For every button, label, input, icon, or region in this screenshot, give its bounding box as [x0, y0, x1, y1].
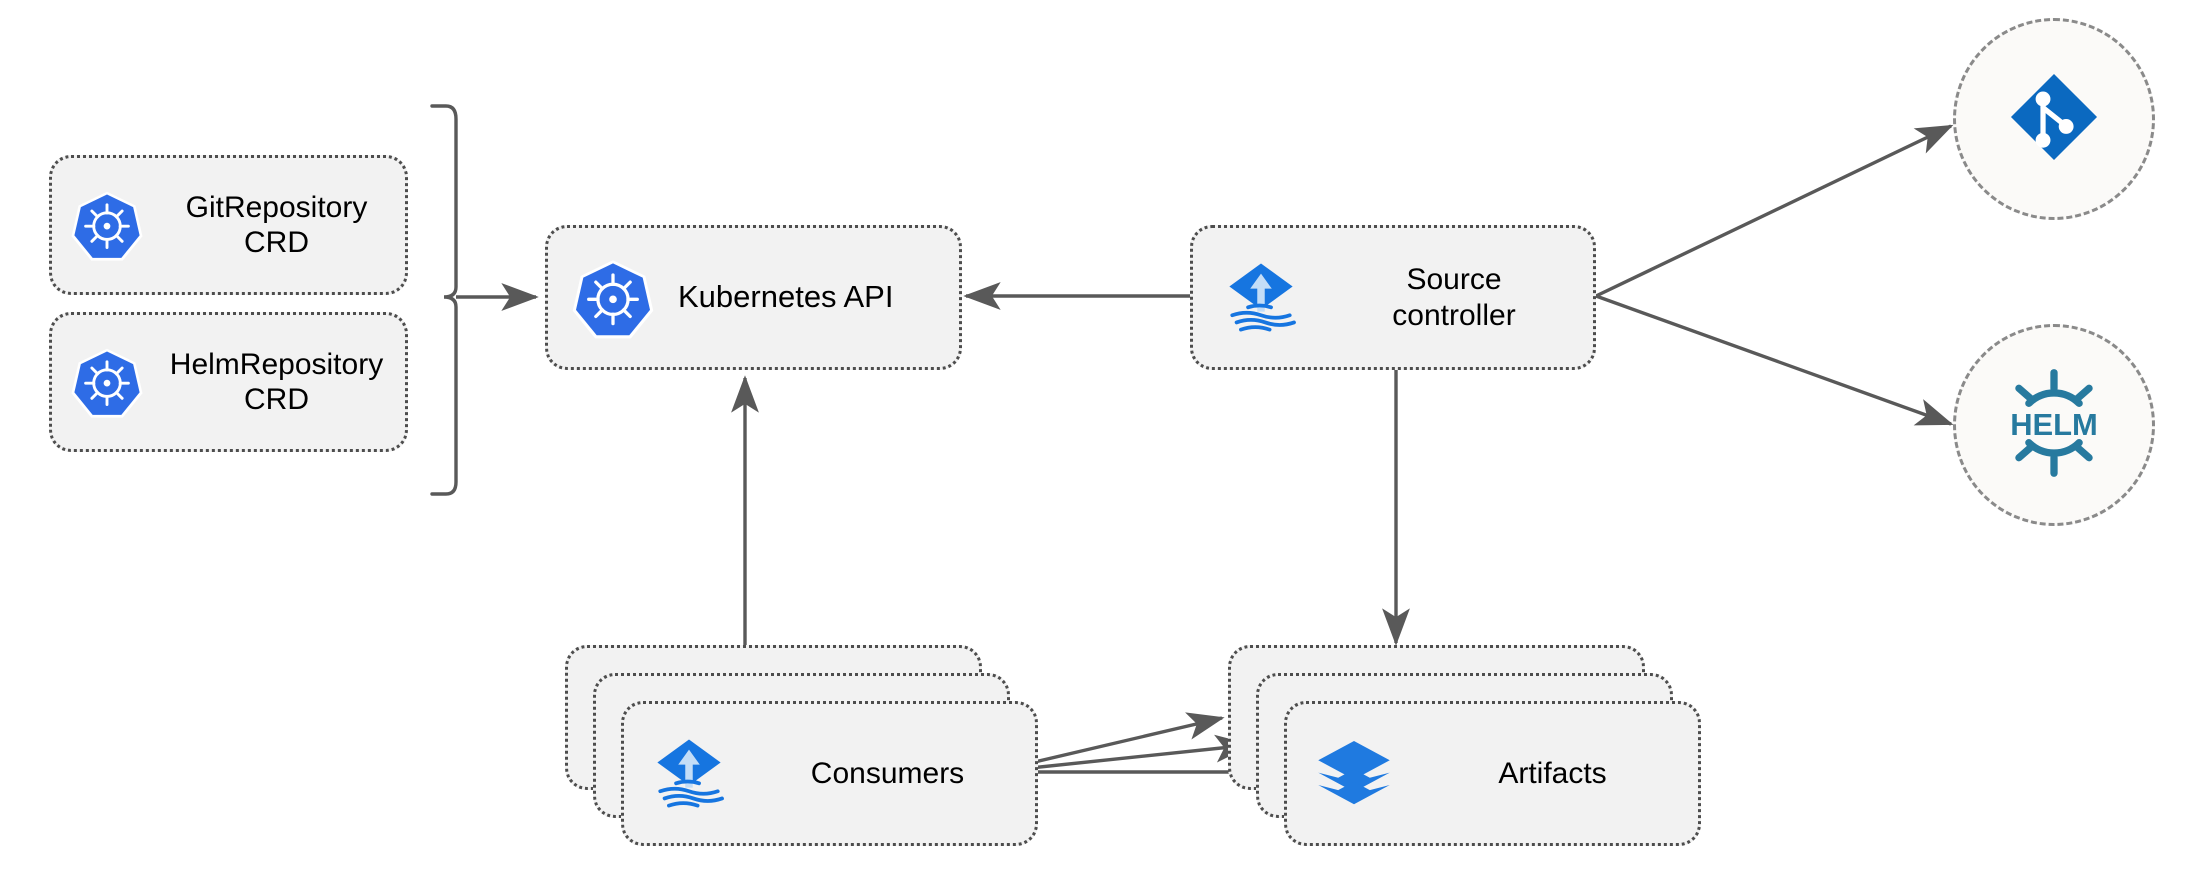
node-source-controller[interactable]: Source controller	[1190, 225, 1596, 370]
kubernetes-icon	[548, 256, 678, 340]
flux-source-icon	[624, 728, 754, 820]
helm-wordmark: HELM	[2010, 407, 2098, 442]
node-artifacts[interactable]: Artifacts	[1284, 701, 1701, 846]
edge-source-controller-to-git	[1595, 124, 1954, 298]
node-git-provider[interactable]	[1953, 18, 2155, 220]
crd-group-brace	[430, 104, 458, 496]
kubernetes-icon	[52, 345, 162, 419]
kubernetes-icon	[52, 188, 162, 262]
node-helm-repository-crd[interactable]: HelmRepository CRD	[49, 312, 408, 452]
git-icon	[2000, 63, 2108, 176]
node-kubernetes-api[interactable]: Kubernetes API	[545, 225, 962, 370]
edge-source-controller-to-helm	[1595, 294, 1954, 426]
node-label-artifacts: Artifacts	[1498, 756, 1607, 790]
layers-icon	[1287, 730, 1421, 818]
node-label-source-controller: Source controller	[1392, 263, 1516, 332]
node-label-consumers: Consumers	[810, 756, 965, 790]
node-consumers[interactable]: Consumers	[621, 701, 1038, 846]
node-label-git-repository-crd: GitRepository CRD	[185, 190, 368, 259]
node-helm-provider[interactable]: HELM	[1953, 324, 2155, 526]
node-git-repository-crd[interactable]: GitRepository CRD	[49, 155, 408, 295]
flux-source-icon	[1193, 252, 1329, 344]
node-label-kubernetes-api: Kubernetes API	[678, 279, 894, 315]
helm-icon: HELM	[1994, 363, 2114, 488]
node-label-helm-repository-crd: HelmRepository CRD	[169, 347, 384, 416]
